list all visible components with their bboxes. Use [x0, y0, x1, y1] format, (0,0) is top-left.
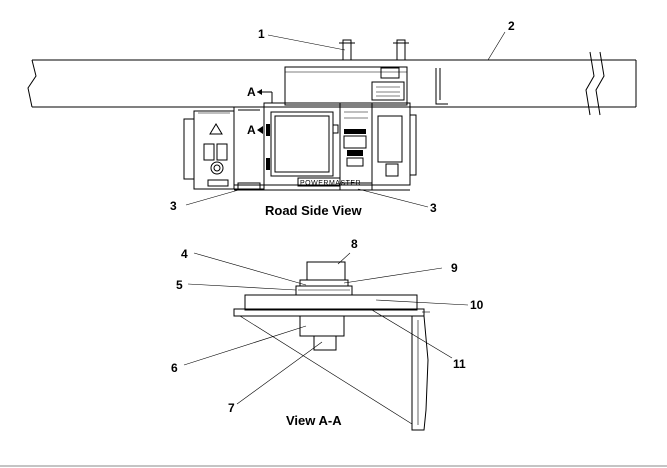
- vertical-bracket: [411, 315, 429, 431]
- unit-nameplate: POWERMASTER: [300, 180, 361, 187]
- section-marker-lower: A: [247, 123, 263, 137]
- road-side-view: POWERMASTER A A 1 2 3 3 Road Side View: [27, 19, 637, 218]
- section-marker-upper: A: [247, 85, 273, 103]
- upper-housing: [284, 66, 448, 106]
- bolt-head: [306, 261, 346, 281]
- apu-unit: POWERMASTER: [183, 102, 417, 191]
- callout-3-right: 3: [430, 201, 437, 215]
- frame-plate: [244, 294, 418, 311]
- bolt-shank: [313, 335, 337, 351]
- frame-rail: [27, 51, 637, 116]
- nut: [299, 315, 345, 337]
- view-a-a: 4 5 6 7 8 9 10 11 View A-A: [171, 237, 484, 431]
- flat-washer: [295, 285, 353, 296]
- caption-road-side-view: Road Side View: [265, 203, 362, 218]
- section-mark-a-lower: A: [247, 123, 256, 137]
- callout-9: 9: [451, 261, 458, 275]
- callout-10: 10: [470, 298, 484, 312]
- callout-7: 7: [228, 401, 235, 415]
- callout-3-left: 3: [170, 199, 177, 213]
- callout-11: 11: [453, 357, 466, 371]
- leaders-top: [185, 31, 506, 208]
- callout-6: 6: [171, 361, 178, 375]
- callout-4: 4: [181, 247, 188, 261]
- lock-washer: [299, 279, 349, 287]
- callout-5: 5: [176, 278, 183, 292]
- mounting-bolts: [339, 39, 409, 61]
- caption-view-a-a: View A-A: [286, 413, 342, 428]
- callout-2: 2: [508, 19, 515, 33]
- section-mark-a-upper: A: [247, 85, 256, 99]
- callout-8: 8: [351, 237, 358, 251]
- leaders-bottom: [183, 252, 469, 405]
- callout-1: 1: [258, 27, 265, 41]
